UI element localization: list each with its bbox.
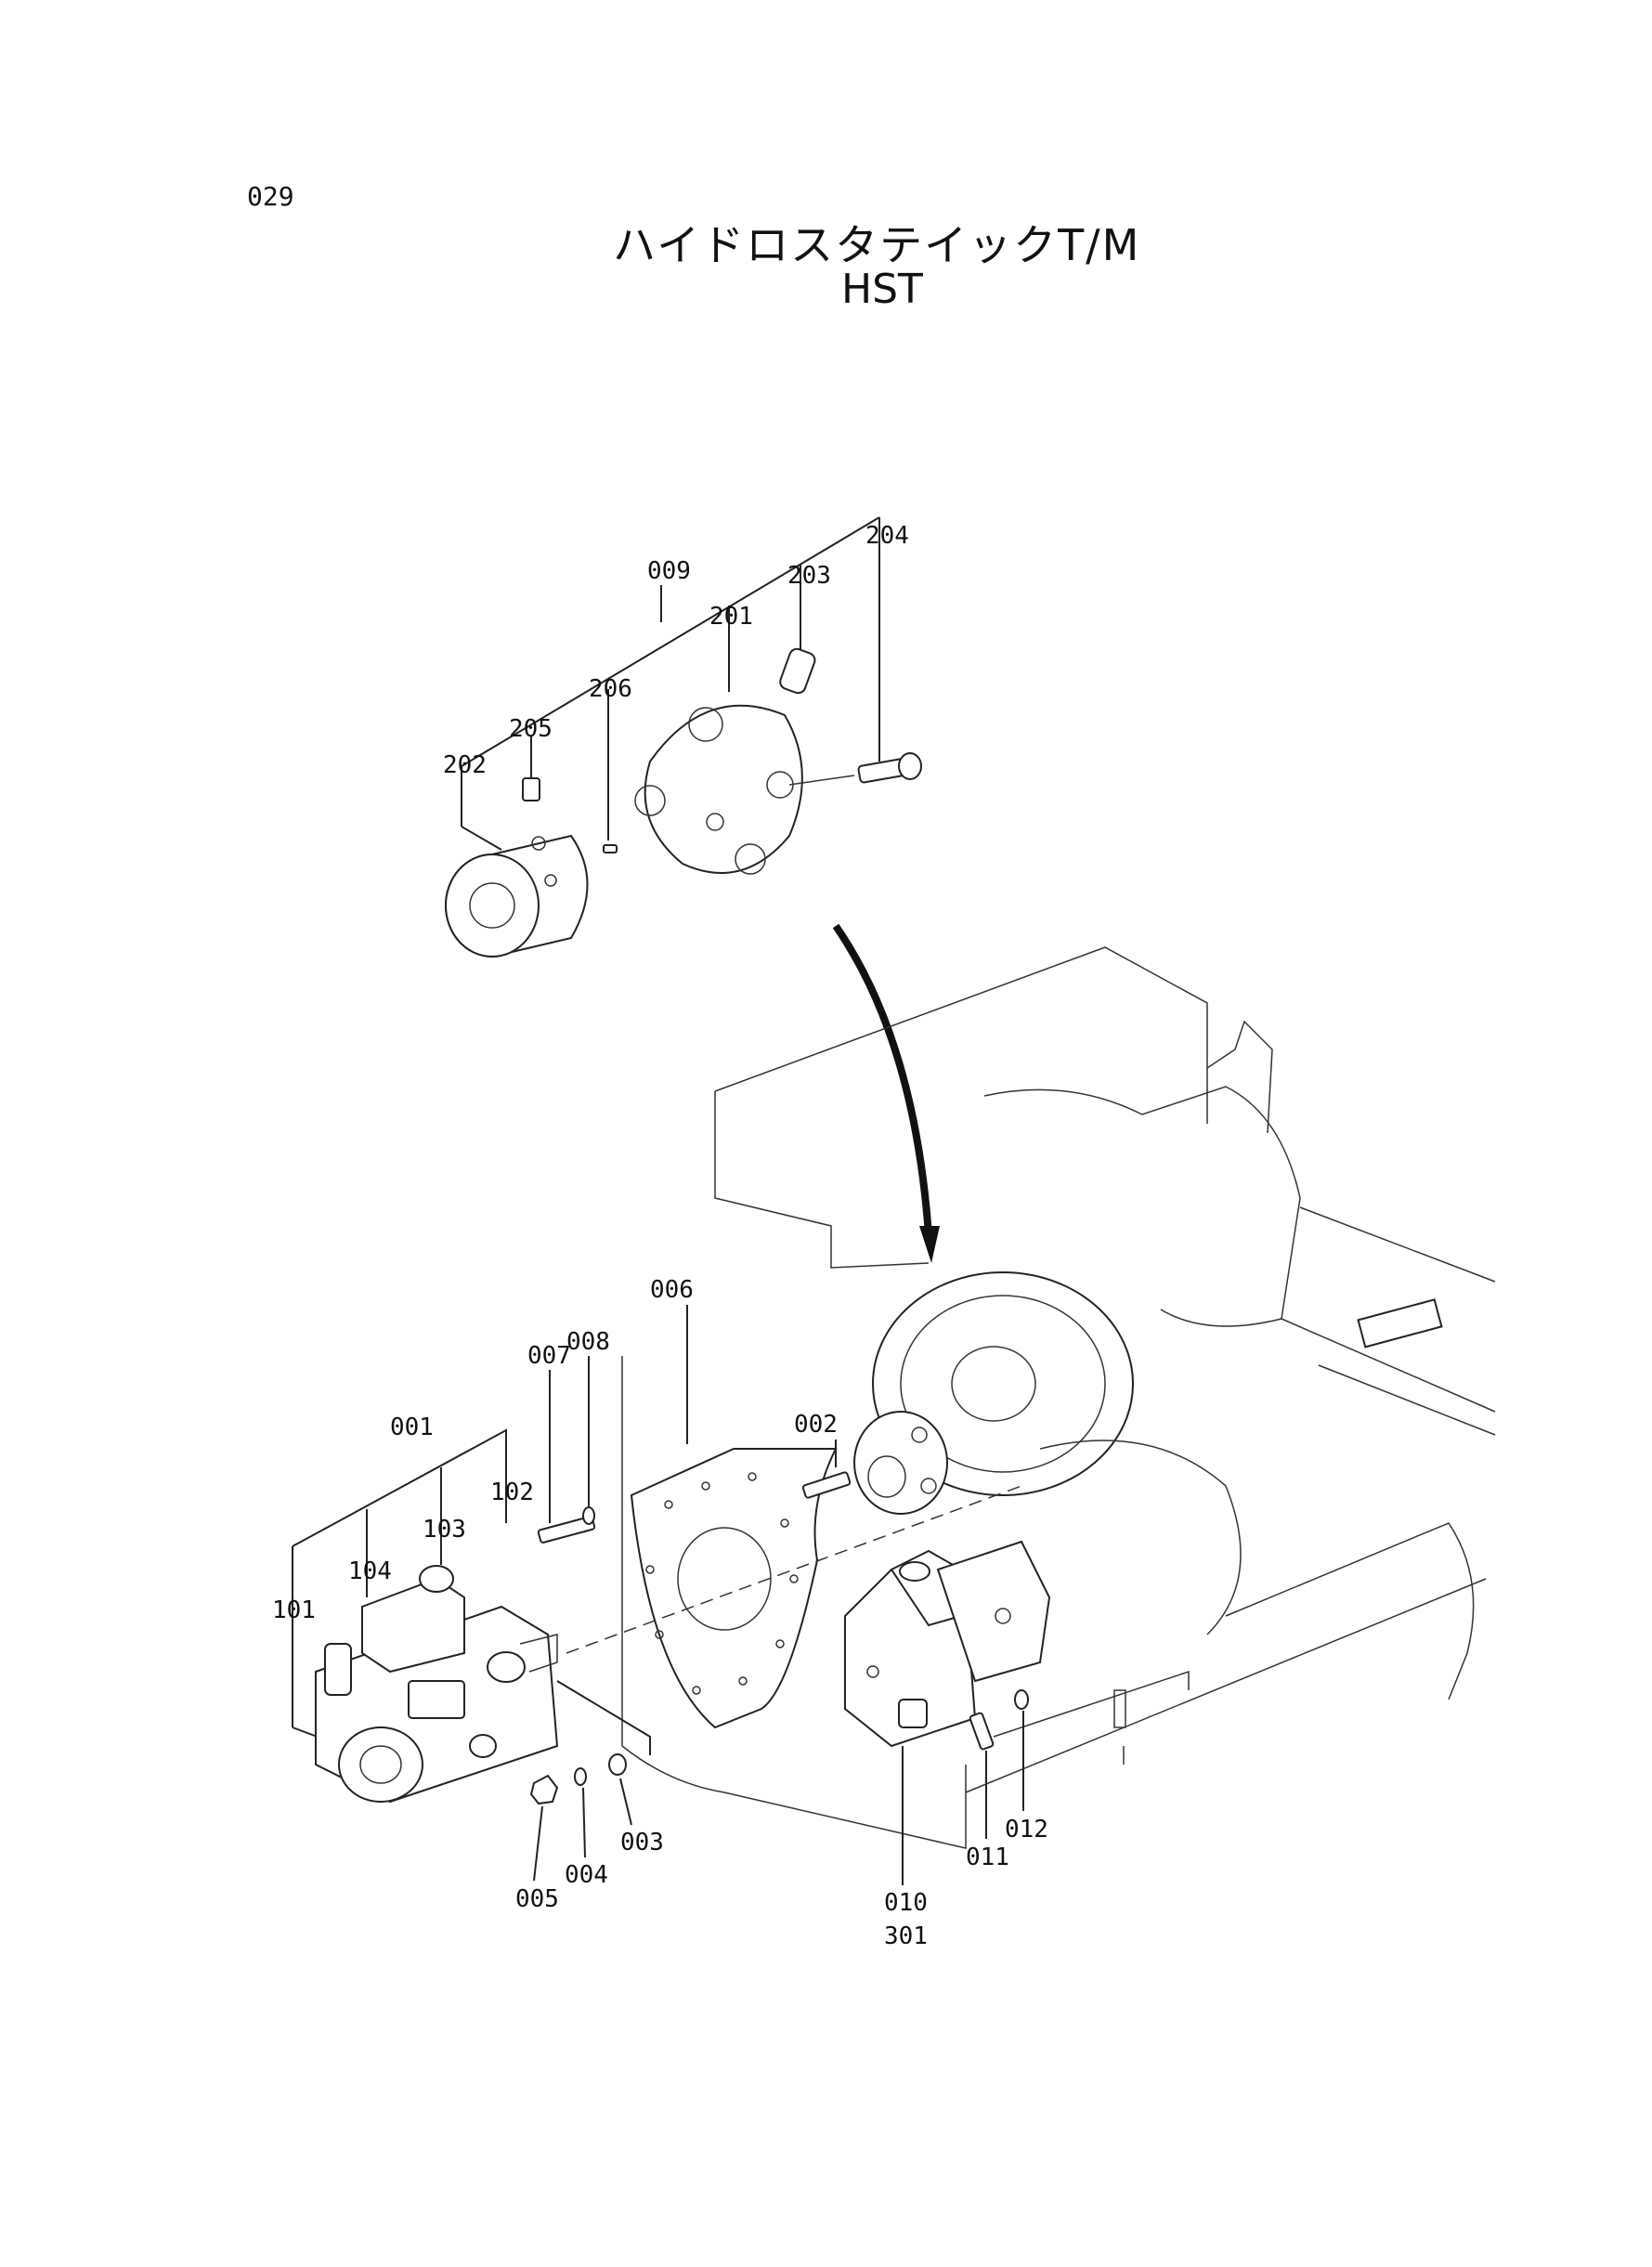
callout-012: 012 <box>1005 1816 1048 1844</box>
arrow-head <box>919 1226 940 1263</box>
coupling-bolt-part <box>788 752 922 786</box>
bolt-007-part <box>537 1370 596 1544</box>
callout-001: 001 <box>390 1414 434 1441</box>
coupling-hub-part <box>445 834 589 958</box>
callout-206: 206 <box>589 675 632 703</box>
callout-011: 011 <box>966 1844 1009 1871</box>
small-parts-bracket <box>556 1680 651 1755</box>
callout-010: 010 <box>884 1889 928 1917</box>
callout-009: 009 <box>647 557 691 585</box>
callout-008: 008 <box>566 1328 610 1356</box>
coupling-assembly <box>445 516 922 958</box>
page-number: 029 <box>247 181 294 212</box>
washer-008-part <box>582 1356 595 1525</box>
callout-204: 204 <box>865 522 909 550</box>
lockwasher-004-part <box>574 1767 587 1858</box>
callout-301: 301 <box>884 1922 928 1950</box>
callout-007: 007 <box>527 1342 571 1370</box>
callout-102: 102 <box>490 1479 534 1506</box>
callout-104: 104 <box>348 1557 392 1585</box>
nut-005-part <box>529 1774 559 1882</box>
callout-003: 003 <box>620 1829 664 1857</box>
callout-006: 006 <box>650 1276 694 1304</box>
bolt-011-part <box>969 1712 995 1839</box>
pin-part <box>603 844 618 853</box>
installed-coupling <box>853 1411 948 1515</box>
washer-003-part <box>608 1753 632 1826</box>
set-screw-part <box>522 777 540 801</box>
bolt-002-part <box>801 1440 852 1499</box>
callout-002: 002 <box>794 1411 838 1439</box>
sleeve-part <box>779 647 816 695</box>
title-japanese: ハイドロスタテイックT/M <box>613 220 1141 270</box>
hst-motor-part <box>844 1540 1051 1748</box>
elastic-element-part <box>634 704 803 875</box>
hst-pump-part <box>292 1428 559 1804</box>
assembly-arrow <box>832 923 932 1236</box>
callout-203: 203 <box>787 562 831 590</box>
washer-012-part <box>1014 1689 1029 1811</box>
callout-103: 103 <box>423 1516 466 1544</box>
title-english: HST <box>841 266 923 313</box>
callout-004: 004 <box>565 1861 608 1889</box>
callout-005: 005 <box>515 1885 559 1913</box>
callout-101: 101 <box>272 1596 316 1624</box>
callout-202: 202 <box>443 751 487 779</box>
callout-205: 205 <box>509 715 553 743</box>
callout-201: 201 <box>709 603 753 631</box>
adapter-plate-part <box>630 1448 838 1729</box>
